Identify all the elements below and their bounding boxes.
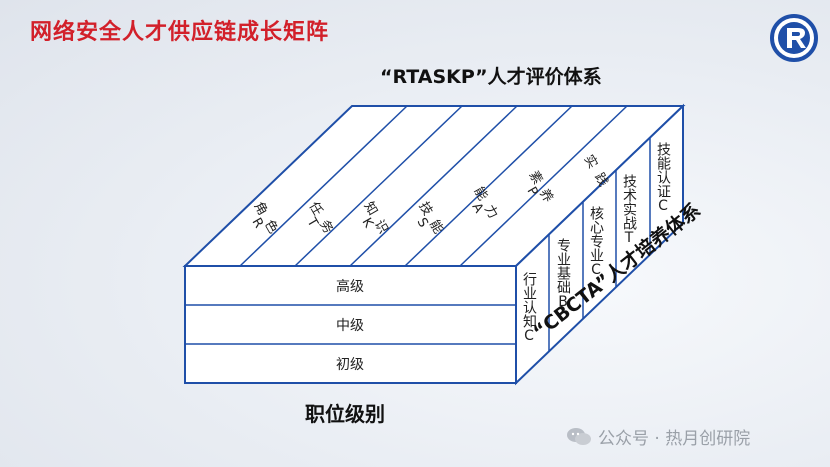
watermark-text: 公众号 · 热月创研院 xyxy=(598,429,751,449)
right-col-3: 技术实战 T xyxy=(621,174,637,246)
right-col-code-1: B xyxy=(558,294,568,310)
right-col-2: 核心专业 C xyxy=(588,206,604,278)
front-caption: 职位级别 xyxy=(305,402,385,426)
right-col-code-4: C xyxy=(658,198,668,214)
right-col-label-1: 专业基础 xyxy=(555,238,571,294)
right-col-label-3: 技术实战 xyxy=(621,174,637,230)
rtaskp-caption: “RTASKP”人才评价体系 xyxy=(380,66,602,88)
right-col-code-3: T xyxy=(624,230,634,246)
right-col-1: 专业基础 B xyxy=(555,238,571,310)
right-col-code-0: C xyxy=(524,328,534,344)
front-face xyxy=(184,265,517,384)
right-col-4: 技能认证 C xyxy=(655,142,671,214)
right-col-code-2: C xyxy=(591,262,601,278)
right-col-label-0: 行业认知 xyxy=(521,272,537,328)
level-label-mid: 中级 xyxy=(336,318,364,334)
brand-logo-icon xyxy=(770,14,818,62)
level-label-high: 高级 xyxy=(336,278,364,295)
right-col-label-4: 技能认证 xyxy=(655,142,671,198)
right-col-0: 行业认知 C xyxy=(521,272,537,344)
page-title: 网络安全人才供应链成长矩阵 xyxy=(30,20,330,45)
right-col-label-2: 核心专业 xyxy=(588,206,604,262)
watermark: 公众号 · 热月创研院 xyxy=(566,424,750,449)
level-label-low: 初级 xyxy=(336,356,364,373)
wechat-icon xyxy=(567,427,591,445)
